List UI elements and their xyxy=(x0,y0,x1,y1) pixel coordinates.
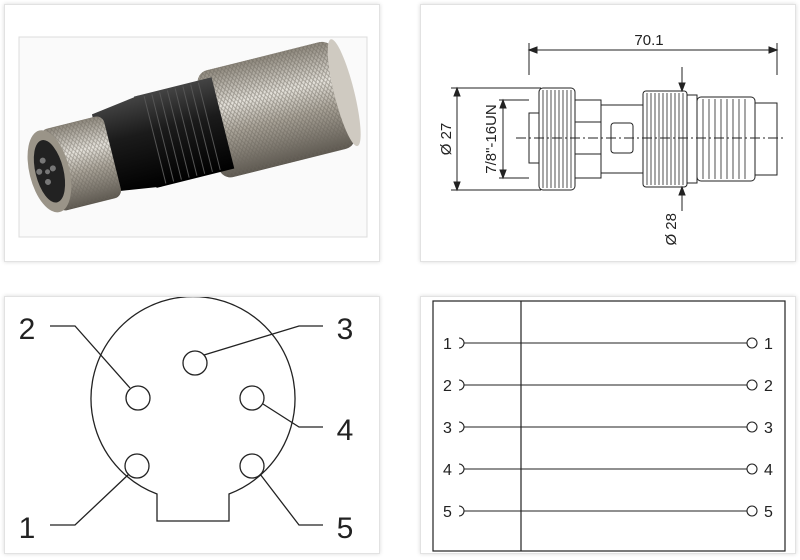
pin-contact-icon xyxy=(746,379,758,391)
pin-3-socket xyxy=(182,350,208,376)
pin-5-socket xyxy=(239,453,265,479)
pin-contact-icon xyxy=(746,463,758,475)
wire-right-label: 1 xyxy=(764,336,773,353)
socket-contact-icon xyxy=(458,379,465,391)
dimension-drawing: 70.1 Ø 27 7/8"-16UN Ø 28 xyxy=(438,32,786,246)
pin-contact-icon xyxy=(746,421,758,433)
pin-1-label: 1 xyxy=(19,512,36,545)
connector-photo xyxy=(18,36,368,238)
pin-4-socket xyxy=(239,385,265,411)
socket-contact-icon xyxy=(458,337,465,349)
pin-contact-icon xyxy=(746,337,758,349)
outer-diameter-dimension: Ø 27 xyxy=(438,123,455,156)
pin-contact-icon xyxy=(746,505,758,517)
thread-dimension: 7/8"-16UN xyxy=(483,104,500,174)
wire-right-label: 3 xyxy=(764,420,773,437)
wire-right-label: 4 xyxy=(764,462,773,479)
wire-right-label: 5 xyxy=(764,504,773,521)
product-photo-panel xyxy=(4,4,380,262)
wire-left-label: 4 xyxy=(443,462,452,479)
wire-left-label: 3 xyxy=(443,420,452,437)
pin-4-label: 4 xyxy=(337,414,354,447)
pin-layout-diagram: 2 3 4 1 5 xyxy=(19,297,354,545)
pin-1-socket xyxy=(124,453,150,479)
pin-3-label: 3 xyxy=(337,313,354,346)
wire-left-label: 5 xyxy=(443,504,452,521)
socket-contact-icon xyxy=(458,505,465,517)
wire-right-label: 2 xyxy=(764,378,773,395)
body-diameter-dimension: Ø 28 xyxy=(663,213,680,246)
length-dimension: 70.1 xyxy=(634,32,663,49)
pin-2-label: 2 xyxy=(19,313,36,346)
pin-5-label: 5 xyxy=(337,512,354,545)
dimension-drawing-panel: 70.1 Ø 27 7/8"-16UN Ø 28 xyxy=(420,4,796,262)
pin-2-socket xyxy=(125,385,151,411)
wire-left-label: 2 xyxy=(443,378,452,395)
socket-contact-icon xyxy=(458,463,465,475)
connector-face xyxy=(90,297,296,522)
pin-layout-panel: 2 3 4 1 5 xyxy=(4,296,380,554)
wire-left-label: 1 xyxy=(443,336,452,353)
socket-contact-icon xyxy=(458,421,465,433)
